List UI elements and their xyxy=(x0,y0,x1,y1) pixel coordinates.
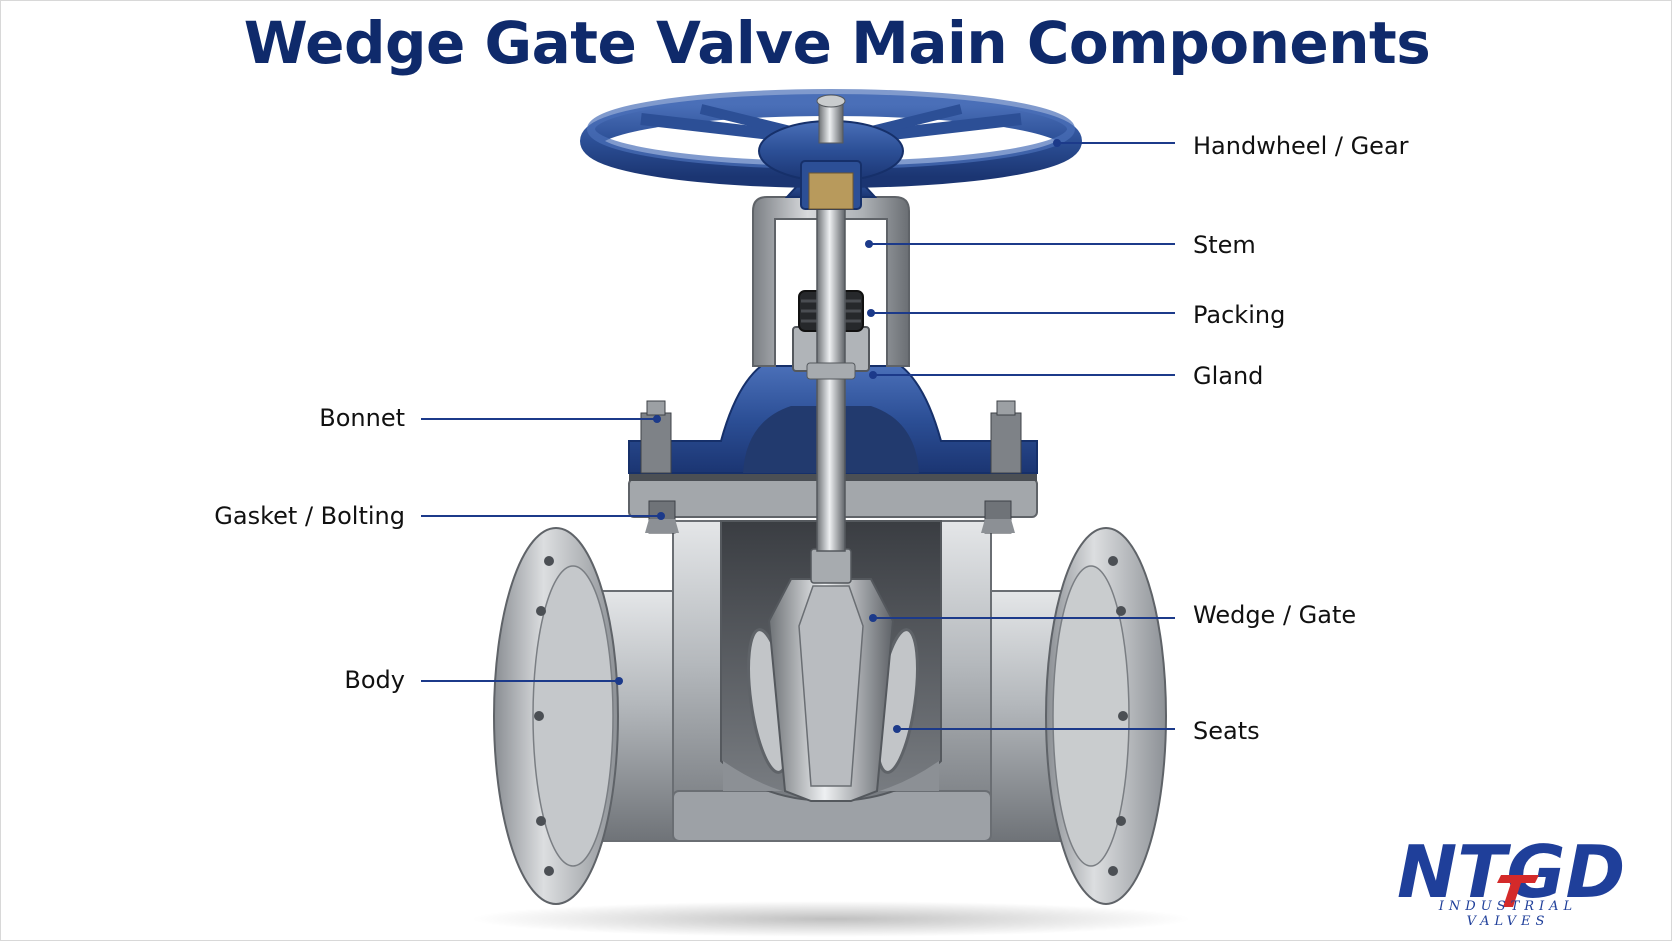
label-handwheel: Handwheel / Gear xyxy=(1193,132,1409,160)
logo-red-accent xyxy=(1497,875,1539,907)
wedge-gate xyxy=(767,548,895,802)
label-stem: Stem xyxy=(1193,231,1256,259)
right-flange xyxy=(1045,527,1167,905)
logo-tagline: INDUSTRIAL VALVES xyxy=(1438,899,1578,929)
label-gasket-bolting: Gasket / Bolting xyxy=(214,502,405,530)
label-seats: Seats xyxy=(1193,717,1260,745)
ground-shadow xyxy=(471,901,1191,937)
handwheel xyxy=(580,89,1082,210)
stem-rod xyxy=(816,150,846,552)
label-body: Body xyxy=(344,666,405,694)
brand-logo: NTGD xyxy=(1397,831,1625,914)
label-gland: Gland xyxy=(1193,362,1264,390)
leader-lines xyxy=(421,139,1175,733)
label-wedge-gate: Wedge / Gate xyxy=(1193,601,1357,629)
left-flange xyxy=(493,527,619,905)
diagram-title: Wedge Gate Valve Main Components xyxy=(243,9,1431,77)
label-packing: Packing xyxy=(1193,301,1286,329)
stem-collar xyxy=(806,362,856,380)
label-bonnet: Bonnet xyxy=(319,404,405,432)
